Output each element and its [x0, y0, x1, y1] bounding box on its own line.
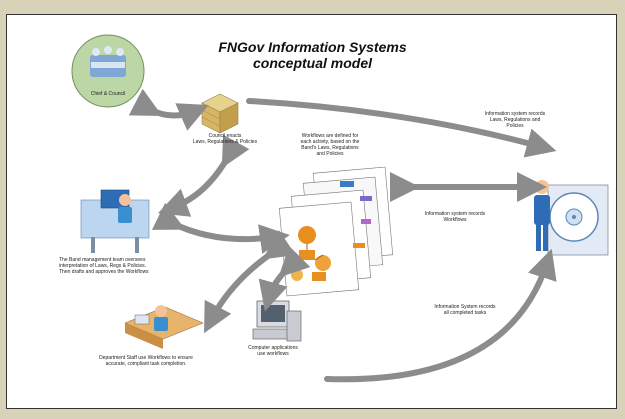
- workflows-caption: Workflows are defined for each activity,…: [300, 133, 360, 157]
- department-staff-icon: [124, 305, 204, 349]
- info-laws-caption: Information system records Laws, Regulat…: [484, 111, 546, 129]
- computer-caption: Computer applications use workflows: [248, 345, 298, 357]
- arrow-tasks-to-system: [324, 248, 557, 383]
- band-management-caption: The Band management team oversees interp…: [59, 257, 149, 275]
- completed-tasks-caption: Information System records all completed…: [434, 304, 496, 316]
- info-workflows-caption: Information system records Workflows: [424, 211, 486, 223]
- arrow-laws-to-system: [246, 98, 557, 158]
- flow-arrows: [128, 88, 557, 383]
- arrow-laws-to-management: [157, 134, 250, 217]
- diagram-title-line2: conceptual model: [252, 55, 373, 71]
- diagram-title-line1: FNGov Information Systems: [218, 39, 407, 55]
- law-documents-icon: [201, 93, 239, 134]
- staff-caption: Department Staff use Workflows to ensure…: [99, 355, 193, 367]
- diagram-art: [71, 34, 609, 383]
- workflow-documents-icon: [278, 166, 394, 297]
- council-caption: Council enacts Laws, Regulations & Polic…: [192, 133, 258, 145]
- chief-council-label: Chief & Council: [90, 91, 126, 97]
- information-system-icon: [534, 180, 609, 256]
- chief-council-icon: [71, 34, 145, 108]
- arrow-workflows-to-computer: [258, 245, 311, 312]
- arrow-management-to-workflows: [151, 202, 290, 254]
- arrow-council-to-laws: [128, 88, 209, 131]
- band-management-icon: [80, 189, 150, 253]
- computer-icon: [252, 300, 302, 342]
- diagram-panel: FNGov Information Systems conceptual mod…: [6, 14, 617, 409]
